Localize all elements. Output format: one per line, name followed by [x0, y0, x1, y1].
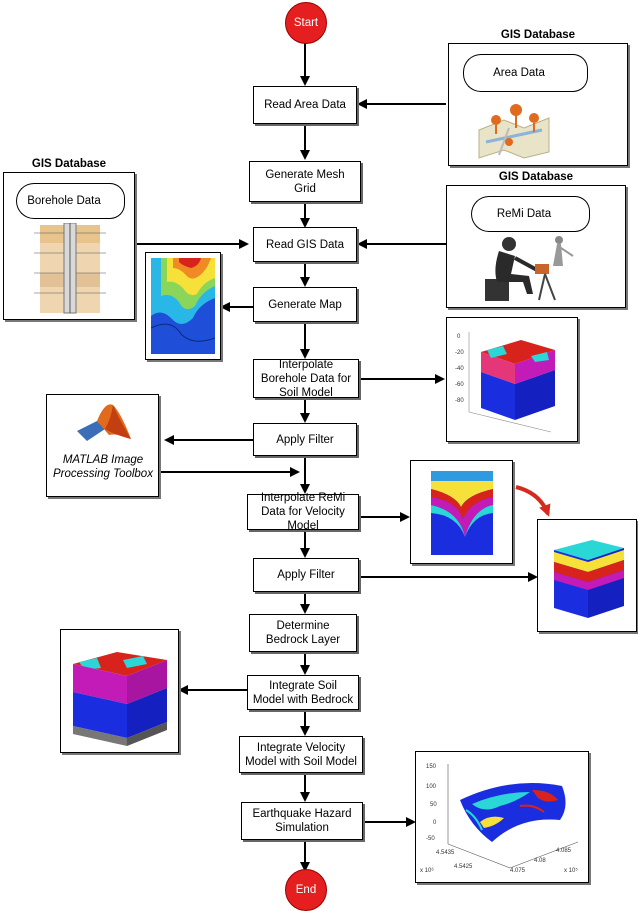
end-terminal: End	[285, 869, 327, 911]
hazard-surface-graphic	[447, 764, 579, 869]
step-read-area-data: Read Area Data	[253, 86, 357, 124]
step-label: Integrate Soil Model with Bedrock	[252, 679, 354, 706]
hazard-ytick: 150	[426, 764, 437, 770]
soil-cube-graphic	[468, 332, 555, 433]
generated-map-image	[145, 252, 221, 360]
step-label: Generate Mesh Grid	[265, 168, 345, 195]
step-label: Integrate Velocity Model with Soil Model	[245, 741, 357, 768]
step-label: Apply Filter	[277, 569, 335, 581]
hazard-ytick: 100	[426, 784, 437, 790]
step-earthquake-hazard: Earthquake Hazard Simulation	[241, 802, 363, 840]
step-integrate-soil-bedrock: Integrate Soil Model with Bedrock	[247, 675, 359, 710]
remi-data-cylinder: ReMi Data	[471, 196, 576, 232]
remi-db-panel: ReMi Data	[446, 185, 626, 308]
matlab-toolbox-panel: MATLAB Image Processing Toolbox	[46, 394, 159, 497]
borehole-data-cylinder: Borehole Data	[16, 183, 111, 219]
step-interpolate-remi: Interpolate ReMi Data for Velocity Model	[247, 492, 359, 532]
velocity-model-plot	[410, 460, 513, 564]
hazard-simulation-plot: 150 100 50 0 -50 4.5435 4.5425 x 10⁶ 4.0…	[415, 751, 589, 883]
step-label: Earthquake Hazard Simulation	[252, 808, 352, 834]
soil-bedrock-model	[60, 629, 179, 753]
step-label: Apply Filter	[276, 433, 334, 446]
hazard-xtick: 4.5435	[436, 850, 455, 856]
hazard-ytick: -50	[426, 836, 435, 842]
area-data-cylinder-cap	[573, 54, 588, 92]
borehole-db-panel: Borehole Data	[3, 172, 135, 320]
borehole-data-cylinder-cap	[110, 183, 125, 219]
soil-ytick: -60	[455, 382, 464, 388]
hazard-ytick: 50	[430, 802, 437, 808]
soil-ytick: -20	[455, 350, 464, 356]
step-read-gis-data: Read GIS Data	[253, 227, 357, 262]
map-pins-icon	[478, 104, 550, 159]
borehole-data-label: Borehole Data	[27, 195, 101, 207]
hazard-ytick: 0	[433, 820, 437, 826]
matlab-logo-icon	[77, 404, 131, 441]
step-generate-map: Generate Map	[253, 287, 357, 322]
seismic-operator-icon	[485, 236, 574, 301]
hazard-xtick: 4.5425	[454, 864, 473, 870]
hazard-xtick: 4.08	[534, 858, 546, 864]
start-label: Start	[293, 17, 319, 29]
area-db-panel: Area Data	[448, 43, 628, 166]
contour-map-graphic	[151, 258, 215, 354]
step-generate-mesh-grid: Generate Mesh Grid	[249, 161, 361, 202]
end-label: End	[295, 884, 317, 896]
step-apply-filter-1: Apply Filter	[253, 423, 357, 456]
hazard-xexp: x 10⁵	[564, 868, 578, 874]
soil-model-plot: 0 -20 -40 -60 -80	[446, 317, 578, 442]
step-label: Interpolate Borehole Data for Soil Model	[260, 358, 352, 399]
step-label: Read GIS Data	[266, 238, 344, 251]
step-apply-filter-2: Apply Filter	[253, 558, 359, 592]
borehole-db-header: GIS Database	[31, 158, 107, 170]
hazard-xexp: x 10⁶	[420, 868, 434, 874]
soil-ytick: -80	[455, 398, 464, 404]
step-label: Determine Bedrock Layer	[265, 620, 341, 646]
area-data-label: Area Data	[493, 67, 545, 79]
remi-db-header: GIS Database	[498, 171, 574, 183]
step-integrate-velocity-soil: Integrate Velocity Model with Soil Model	[239, 736, 363, 773]
hazard-xtick: 4.085	[556, 848, 572, 854]
step-label: Generate Map	[268, 298, 342, 311]
soil-ytick: -40	[455, 366, 464, 372]
matlab-caption: MATLAB Image Processing Toolbox	[53, 454, 153, 480]
soil-ytick: 0	[457, 334, 461, 340]
filtered-velocity-graphic	[554, 540, 624, 618]
step-determine-bedrock: Determine Bedrock Layer	[249, 614, 357, 652]
filtered-velocity-plot	[537, 519, 637, 632]
hazard-xtick: 4.075	[510, 868, 526, 874]
borehole-log-icon	[34, 223, 106, 314]
step-label: Interpolate ReMi Data for Velocity Model	[260, 492, 346, 532]
soil-bedrock-graphic	[73, 652, 167, 746]
remi-data-label: ReMi Data	[496, 208, 552, 220]
step-interpolate-borehole: Interpolate Borehole Data for Soil Model	[253, 358, 359, 399]
step-label: Read Area Data	[264, 99, 346, 111]
start-terminal: Start	[285, 2, 327, 44]
remi-data-cylinder-cap	[575, 196, 590, 232]
velocity-block-graphic	[431, 471, 493, 555]
area-db-header: GIS Database	[500, 29, 576, 41]
area-data-cylinder: Area Data	[463, 54, 574, 92]
